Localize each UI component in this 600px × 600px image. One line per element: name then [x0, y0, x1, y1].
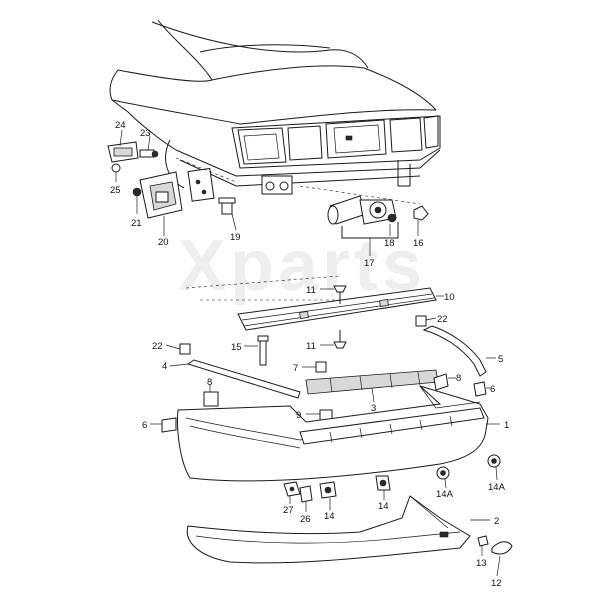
callout-22-left: 22	[152, 341, 163, 352]
callout-19: 19	[230, 232, 241, 243]
watermark-text: Xparts	[178, 226, 426, 306]
bracket-parts-left	[107, 141, 236, 219]
leader-lines	[115, 129, 501, 577]
callout-21: 21	[131, 218, 142, 229]
callout-6-right: 6	[490, 384, 495, 395]
callout-26: 26	[300, 514, 311, 525]
callout-14-b: 14	[378, 501, 389, 512]
callout-24: 24	[115, 120, 126, 131]
callout-13: 13	[476, 558, 487, 569]
callout-25: 25	[110, 185, 121, 196]
callout-8-right: 8	[456, 373, 461, 384]
callout-6-left: 6	[142, 420, 147, 431]
callout-4: 4	[162, 361, 167, 372]
callout-14A-b: 14A	[488, 482, 506, 493]
callout-12: 12	[491, 578, 502, 589]
callout-20: 20	[158, 237, 169, 248]
callout-15: 15	[231, 342, 242, 353]
callout-18: 18	[384, 238, 395, 249]
callout-11-top: 11	[306, 285, 316, 296]
car-rear-body	[109, 19, 441, 301]
callout-8-left: 8	[207, 377, 212, 388]
callout-23: 23	[140, 128, 151, 139]
damper-assembly	[327, 195, 429, 239]
bumper-carrier	[179, 285, 437, 366]
callout-labels: 1 2 3 4 5 6 6 7 8 8 9 10 11 11 12 13 14 …	[110, 120, 509, 589]
callout-17: 17	[364, 258, 375, 269]
callout-11-bottom: 11	[306, 341, 316, 352]
callout-9: 9	[296, 410, 301, 421]
trim-strips	[161, 325, 487, 433]
callout-3: 3	[371, 403, 376, 414]
callout-14A-a: 14A	[436, 489, 454, 500]
bumper-cover	[177, 385, 489, 482]
callout-27: 27	[283, 505, 294, 516]
callout-7: 7	[293, 363, 298, 374]
callout-5: 5	[498, 354, 503, 365]
callout-10: 10	[444, 292, 455, 303]
lower-spoiler	[186, 495, 513, 564]
callout-22-right: 22	[437, 314, 448, 325]
callout-14-a: 14	[324, 511, 335, 522]
callout-16: 16	[413, 238, 424, 249]
callout-2: 2	[494, 516, 499, 527]
callout-1: 1	[504, 420, 509, 431]
lower-small-parts	[283, 454, 501, 503]
